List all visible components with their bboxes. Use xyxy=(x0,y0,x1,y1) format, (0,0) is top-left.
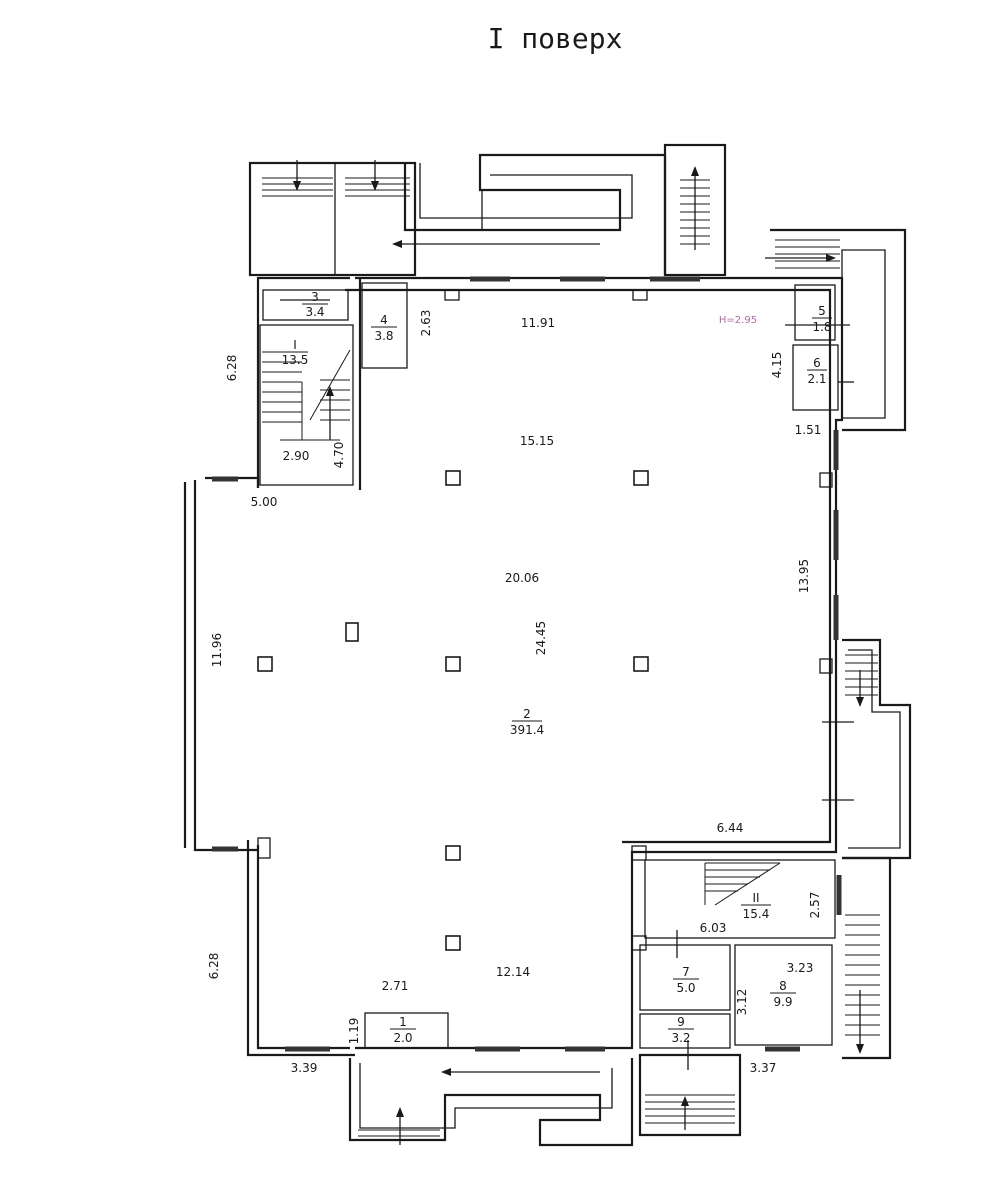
top-right-rooms xyxy=(765,228,907,432)
room-labels: 2 391.4 3 3.4 4 3.8 I 13.5 5 1.8 6 2.1 I… xyxy=(282,290,832,1045)
bottom-right-rooms xyxy=(639,859,836,1070)
room-number: 6 xyxy=(813,356,821,370)
dimension: 3.23 xyxy=(787,961,814,975)
dimension: 12.14 xyxy=(496,965,530,979)
dimension: 24.45 xyxy=(534,621,548,655)
room-number: 2 xyxy=(523,707,531,721)
column xyxy=(445,845,461,861)
top-left-entrance xyxy=(248,143,727,277)
ceiling-height-note: H=2.95 xyxy=(719,315,757,326)
room-area: 3.2 xyxy=(671,1031,690,1045)
room-number: 7 xyxy=(682,965,690,979)
column xyxy=(445,935,461,951)
room-area: 13.5 xyxy=(282,353,309,367)
dimension: 2.63 xyxy=(419,310,433,337)
dimension: 13.95 xyxy=(797,559,811,593)
room-area: 5.0 xyxy=(676,981,695,995)
column xyxy=(345,622,359,642)
dimension: 6.44 xyxy=(717,821,744,835)
room-area: 2.0 xyxy=(393,1031,412,1045)
bottom-entrances xyxy=(348,1012,742,1147)
room-number: 3 xyxy=(311,290,319,304)
column xyxy=(257,656,273,672)
dimension: 6.03 xyxy=(700,921,727,935)
dimension: 11.96 xyxy=(210,633,224,667)
room-area: 3.8 xyxy=(374,329,393,343)
right-annex xyxy=(822,638,912,1060)
room-number: 8 xyxy=(779,979,787,993)
dimension: 2.90 xyxy=(283,449,310,463)
windows xyxy=(212,276,842,1052)
dimension: 1.51 xyxy=(795,423,822,437)
dimension: 11.91 xyxy=(521,316,555,330)
dimension: 6.28 xyxy=(207,953,221,980)
column xyxy=(445,470,461,486)
room-area: 1.8 xyxy=(812,320,831,334)
dimension: 15.15 xyxy=(520,434,554,448)
dimension: 20.06 xyxy=(505,571,539,585)
dimension: 4.15 xyxy=(770,352,784,379)
dimension: 3.39 xyxy=(291,1061,318,1075)
room-area: 9.9 xyxy=(773,995,792,1009)
room-area: 391.4 xyxy=(510,723,544,737)
room-number: I xyxy=(293,338,297,352)
room-area: 15.4 xyxy=(743,907,770,921)
room-area: 3.4 xyxy=(305,305,324,319)
room-area: 2.1 xyxy=(807,372,826,386)
top-left-rooms xyxy=(259,282,408,486)
dimension-labels: 11.91 15.15 20.06 24.45 13.95 11.96 6.28… xyxy=(207,310,822,1075)
dimension: 3.37 xyxy=(750,1061,777,1075)
room-number: 9 xyxy=(677,1015,685,1029)
room-number: 4 xyxy=(380,313,388,327)
dimension: 4.70 xyxy=(332,442,346,469)
column xyxy=(445,656,461,672)
dimension: 2.71 xyxy=(382,979,409,993)
pilasters xyxy=(257,289,833,951)
dimension: 1.19 xyxy=(347,1018,361,1045)
plan-title: I поверх xyxy=(488,22,623,55)
room-number: 1 xyxy=(399,1015,407,1029)
column xyxy=(633,656,649,672)
dimension: 5.00 xyxy=(251,495,278,509)
dimension: 3.12 xyxy=(735,989,749,1016)
room-number: 5 xyxy=(818,304,826,318)
columns xyxy=(257,470,649,951)
dimension: 6.28 xyxy=(225,355,239,382)
room-number: II xyxy=(752,891,759,905)
dimension: 2.57 xyxy=(808,892,822,919)
column xyxy=(633,470,649,486)
